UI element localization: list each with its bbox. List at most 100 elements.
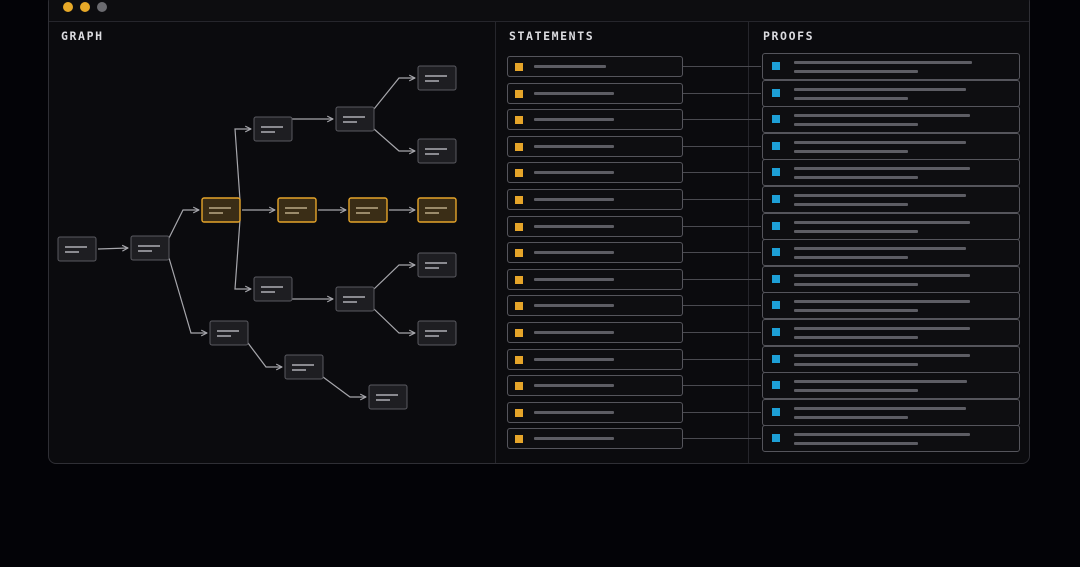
proof-row[interactable]: [762, 345, 1020, 373]
node-text-line: [292, 369, 306, 371]
proof-text-line: [794, 300, 970, 304]
proof-row[interactable]: [762, 159, 1020, 187]
graph-node-n9[interactable]: [417, 138, 457, 164]
proof-marker-icon: [772, 354, 780, 363]
statement-text-line: [534, 331, 614, 334]
graph-node-n16[interactable]: [368, 384, 408, 410]
graph-node-n0[interactable]: [57, 236, 97, 262]
minimize-window-button[interactable]: [80, 2, 90, 12]
statement-marker-icon: [515, 169, 523, 178]
statement-row[interactable]: [507, 375, 683, 397]
statement-row[interactable]: [507, 56, 683, 77]
proof-row[interactable]: [762, 372, 1020, 400]
proof-row[interactable]: [762, 186, 1020, 213]
statement-text-line: [534, 251, 614, 255]
proof-text-line: [794, 247, 966, 251]
proof-row[interactable]: [762, 425, 1020, 453]
proof-row[interactable]: [762, 79, 1020, 107]
graph-node-n7[interactable]: [335, 106, 375, 132]
statement-text-line: [534, 357, 614, 361]
proof-text-line: [794, 362, 918, 366]
graph-node-n3[interactable]: [277, 197, 317, 223]
graph-node-n5[interactable]: [417, 197, 457, 223]
statement-proof-link: [683, 358, 761, 360]
node-text-line: [356, 212, 370, 214]
node-text-line: [425, 80, 439, 82]
proof-row[interactable]: [762, 212, 1020, 240]
statement-row[interactable]: [507, 268, 683, 290]
graph-node-n1[interactable]: [130, 235, 170, 261]
node-text-line: [261, 291, 275, 293]
proof-row[interactable]: [762, 53, 1020, 80]
statement-row[interactable]: [507, 295, 683, 317]
proof-marker-icon: [772, 195, 780, 203]
node-text-line: [425, 207, 447, 209]
proof-row[interactable]: [762, 132, 1020, 160]
statement-row[interactable]: [507, 322, 683, 343]
graph-node-n13[interactable]: [417, 320, 457, 346]
graph-node-n4[interactable]: [348, 197, 388, 223]
statement-row[interactable]: [507, 135, 683, 157]
proof-text-line: [794, 96, 908, 100]
statement-proof-link: [683, 145, 761, 147]
proof-text-line: [794, 123, 918, 127]
statement-row[interactable]: [507, 242, 683, 264]
statement-row[interactable]: [507, 109, 683, 131]
proof-marker-icon: [772, 248, 780, 257]
statement-marker-icon: [515, 249, 523, 258]
statement-row[interactable]: [507, 401, 683, 423]
node-text-line: [217, 335, 231, 337]
proof-marker-icon: [772, 168, 780, 177]
proof-row[interactable]: [762, 265, 1020, 293]
graph-node-n14[interactable]: [209, 320, 249, 346]
graph-node-n12[interactable]: [417, 252, 457, 278]
statement-row[interactable]: [507, 215, 683, 237]
proof-marker-icon: [772, 434, 780, 443]
graph-edge: [373, 128, 415, 151]
maximize-window-button[interactable]: [97, 2, 107, 12]
statement-row[interactable]: [507, 162, 683, 184]
graph-node-n6[interactable]: [253, 116, 293, 142]
statement-row[interactable]: [507, 428, 683, 450]
proof-text-line: [794, 336, 918, 339]
statement-proof-link: [683, 92, 761, 94]
statement-marker-icon: [515, 89, 523, 98]
node-text-line: [343, 301, 357, 303]
graph-node-n11[interactable]: [335, 286, 375, 312]
graph-edge: [373, 78, 415, 110]
proof-text-line: [794, 273, 970, 277]
proof-row[interactable]: [762, 319, 1020, 346]
proof-row[interactable]: [762, 398, 1020, 426]
node-text-line: [425, 330, 447, 332]
statement-row[interactable]: [507, 82, 683, 104]
node-text-line: [217, 330, 239, 332]
proof-text-line: [794, 256, 908, 260]
proof-text-line: [794, 389, 918, 393]
statement-text-line: [534, 277, 614, 281]
statements-pane: STATEMENTS: [496, 22, 761, 463]
statement-text-line: [534, 65, 606, 68]
graph-edge: [373, 265, 415, 290]
statement-marker-icon: [515, 408, 523, 417]
proof-text-line: [794, 433, 970, 437]
proof-text-line: [794, 140, 966, 144]
node-text-line: [425, 262, 447, 264]
graph-node-n10[interactable]: [253, 276, 293, 302]
proof-row[interactable]: [762, 106, 1020, 134]
graph-node-n2[interactable]: [201, 197, 241, 223]
statement-row[interactable]: [507, 189, 683, 210]
statement-proof-link: [683, 199, 761, 200]
proofs-pane: PROOFS: [749, 22, 1029, 463]
graph-node-n15[interactable]: [284, 354, 324, 380]
dependency-graph: [57, 65, 457, 410]
proof-row[interactable]: [762, 292, 1020, 320]
proof-text-line: [794, 220, 970, 224]
proof-text-line: [794, 406, 966, 410]
graph-node-n8[interactable]: [417, 65, 457, 91]
statement-proof-link: [683, 225, 761, 227]
statement-row[interactable]: [507, 348, 683, 370]
proof-row[interactable]: [762, 239, 1020, 267]
close-window-button[interactable]: [63, 2, 73, 12]
proof-text-line: [794, 167, 970, 171]
app-window: GRAPH STATEMENTS PROOFS: [48, 0, 1030, 464]
